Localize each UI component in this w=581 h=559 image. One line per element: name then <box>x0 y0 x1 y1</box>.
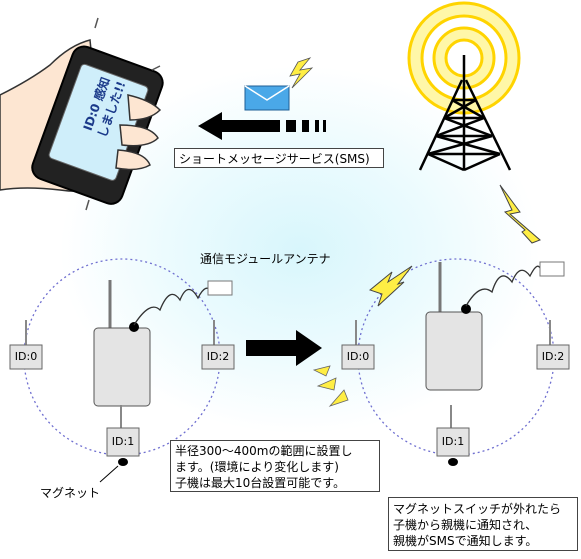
lightning-icon <box>289 57 314 89</box>
arrow-right-icon <box>246 330 322 366</box>
note-line: 子機から親機に通知され、 <box>393 518 538 532</box>
note-line: 子機は最大10台設置可能です。 <box>175 476 346 490</box>
note-line: マグネットスイッチが外れたら <box>393 502 562 516</box>
sms-label: ショートメッセージサービス(SMS) <box>174 148 384 168</box>
installation-note: 半径300〜400mの範囲に設置し ます。(環境により変化します) 子機は最大1… <box>170 440 380 492</box>
antenna-label: 通信モジュールアンテナ <box>200 252 331 266</box>
magnet-label: マグネット <box>40 486 101 500</box>
sensor-id-label: ID:2 <box>541 350 565 363</box>
sensor-id-label: ID:0 <box>346 350 370 363</box>
lightning-icon <box>499 184 541 244</box>
detached-magnet-icon <box>312 365 349 407</box>
sensor-unit <box>9 320 235 483</box>
arrow-left-icon <box>198 112 326 140</box>
sensor-id-label: ID:1 <box>441 435 465 448</box>
transmission-tower-icon <box>418 55 512 172</box>
sensor-unit <box>341 320 570 466</box>
note-line: ます。(環境により変化します) <box>175 460 339 474</box>
envelope-icon <box>244 85 290 111</box>
sensor-id-label: ID:0 <box>14 350 38 363</box>
sensor-id-label: ID:1 <box>111 435 135 448</box>
note-line: 半径300〜400mの範囲に設置し <box>175 444 353 458</box>
base-unit-after <box>425 261 565 391</box>
base-unit-before <box>93 280 233 407</box>
lightning-icon <box>368 265 413 307</box>
notification-note: マグネットスイッチが外れたら 子機から親機に通知され、 親機がSMSで通知します… <box>388 497 578 551</box>
note-line: 親機がSMSで通知します。 <box>393 534 538 548</box>
sensor-id-label: ID:2 <box>206 350 230 363</box>
smartphone-hand-icon <box>0 17 164 211</box>
